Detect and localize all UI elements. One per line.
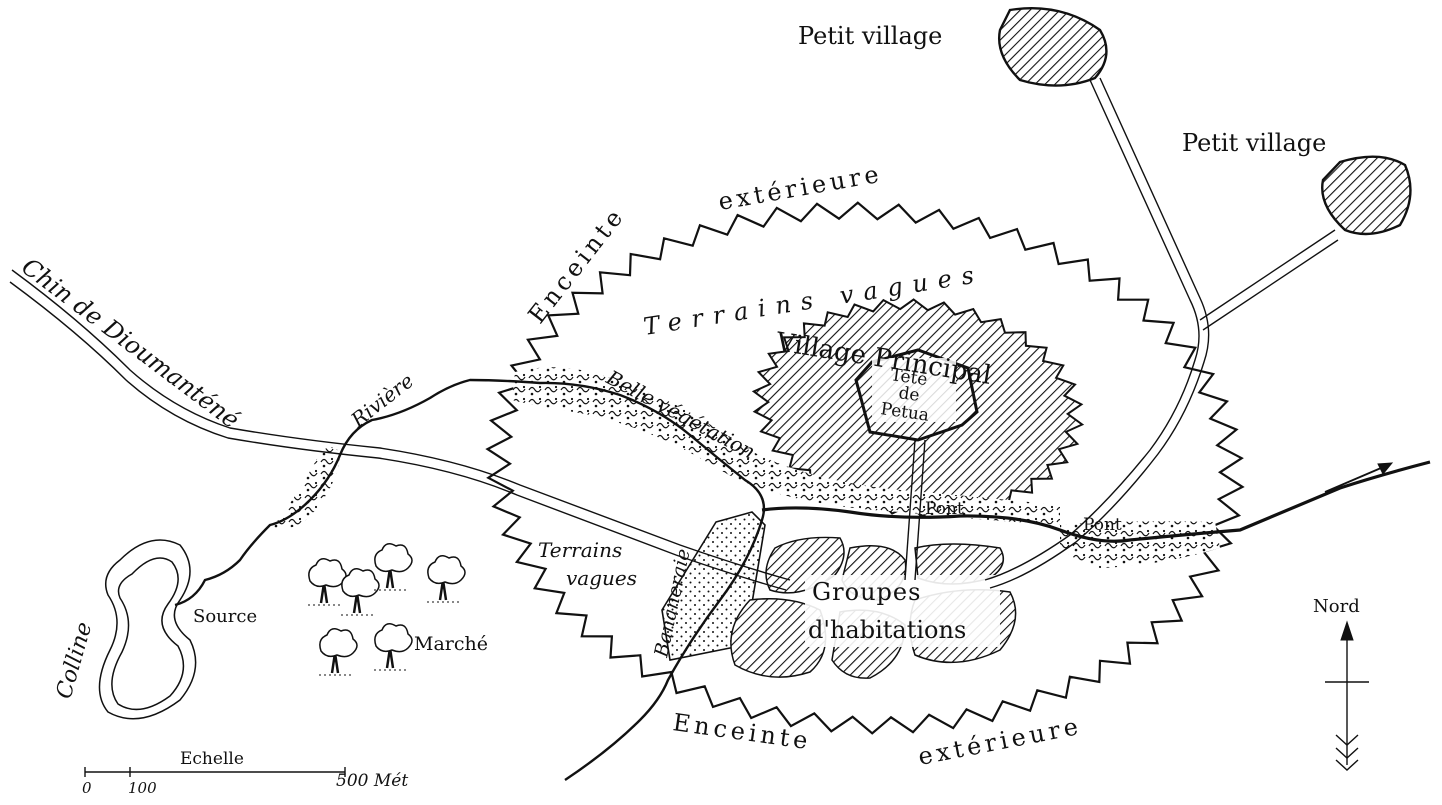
market-tree — [319, 628, 358, 676]
label-pont-2: Pont — [1083, 515, 1122, 535]
label-pont-1: Pont — [925, 499, 964, 519]
market-tree — [427, 555, 466, 603]
market-tree — [308, 558, 347, 606]
label-petit-village-1: Petit village — [798, 22, 942, 50]
label-nord: Nord — [1313, 596, 1360, 617]
scale-bar — [84, 767, 346, 777]
small-village-north — [998, 7, 1108, 87]
outer-enclosure-wall — [485, 201, 1245, 735]
label-echelle: Echelle — [180, 749, 244, 769]
river-flow-arrow — [1324, 462, 1394, 493]
label-groupes-2: d'habitations — [808, 616, 966, 644]
label-source: Source — [193, 606, 257, 627]
label-riviere: Rivière — [346, 368, 419, 432]
groupes-label-bg — [805, 575, 1000, 647]
market-tree — [374, 623, 413, 671]
road-dioumantene — [9, 269, 791, 591]
river-east — [761, 460, 1431, 543]
label-terrains-vagues-left-2: vagues — [566, 566, 637, 590]
market-trees — [308, 543, 466, 676]
label-enceinte-top-1: extérieure — [716, 159, 884, 215]
vegetation-band-east — [1060, 521, 1220, 568]
label-groupes-1: Groupes — [812, 578, 921, 606]
label-chemin: Chin de Dioumanténé — [16, 252, 244, 434]
label-scale-0: 0 — [82, 779, 92, 797]
small-village-east — [1321, 155, 1412, 236]
vegetation-band-west — [272, 447, 340, 529]
label-scale-500: 500 Mét — [336, 771, 408, 791]
label-terrains-vagues-left-1: Terrains — [538, 538, 622, 562]
hill-contours — [98, 539, 197, 720]
tete-de-petua-label-bg — [872, 358, 956, 422]
label-scale-100: 100 — [128, 779, 157, 797]
label-tete-2: de — [897, 383, 921, 406]
road-to-villages — [904, 77, 1339, 589]
market-tree — [341, 568, 380, 616]
label-colline: Colline — [52, 619, 98, 701]
label-enceinte-bottom-1: Enceinte — [671, 708, 813, 755]
market-tree — [374, 543, 413, 591]
river — [174, 378, 766, 781]
label-petit-village-2: Petit village — [1182, 129, 1326, 157]
label-marche: Marché — [414, 633, 488, 655]
north-arrow — [1325, 620, 1369, 771]
